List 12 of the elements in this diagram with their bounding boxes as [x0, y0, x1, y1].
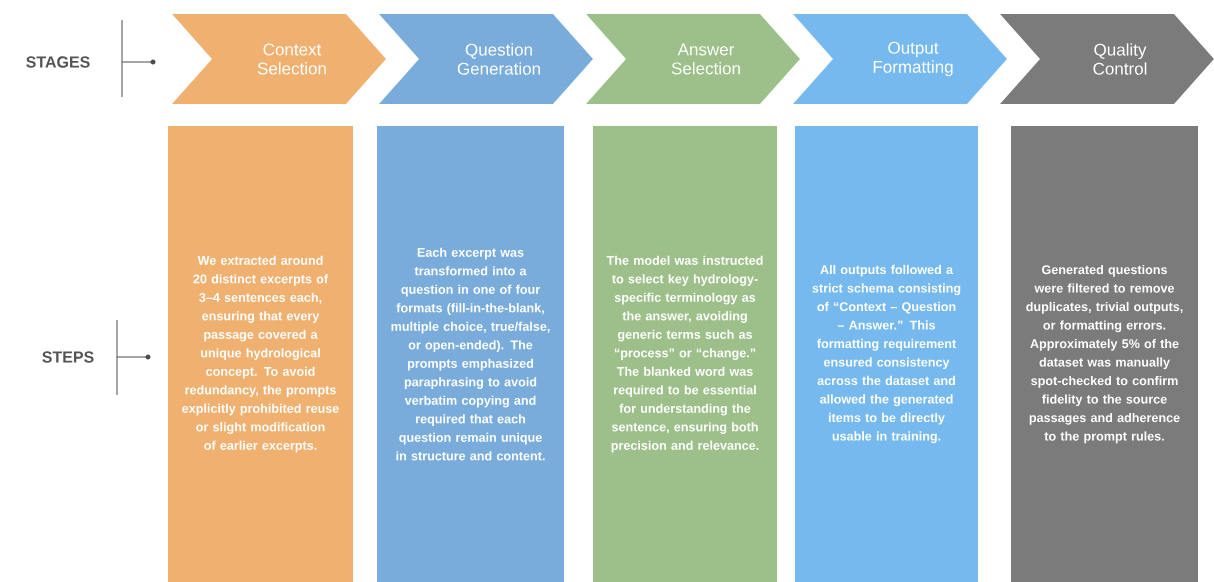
step-box: Each excerpt was transformed into a question in one of four formats (fill-in-the-blank, multiple choice, true/false, or open-ended). The prompts emphasized paraphrasing to avoid verbatim copying and required that each question remain unique in structure and content. — [377, 126, 564, 582]
stage-banner: Answer Selection — [586, 14, 800, 104]
stage-banner: Quality Control — [1000, 14, 1214, 104]
stage-banner: Context Selection — [172, 14, 386, 104]
step-box: The model was instructed to select key hydrology-specific terminology as the answer, avoiding generic terms such as “process” or “change.” The blanked word was required to be essential for understanding the sentence, ensuring both precision and relevance. — [593, 126, 777, 582]
step-box: We extracted around 20 distinct excerpts of 3–4 sentences each, ensuring that every passage covered a unique hydrological concept. To avoid redundancy, the prompts explicitly prohibited reuse or slight modification of earlier excerpts. — [168, 126, 353, 582]
stage-banner: Question Generation — [379, 14, 593, 104]
row-label: STAGES — [26, 56, 90, 68]
step-box: Generated questions were filtered to remove duplicates, trivial outputs, or formatting errors. Approximately 5% of the dataset was manually spot-checked to confirm fidelity to the source passages and adherence to the prompt rules. — [1011, 126, 1198, 582]
stage-banner: Output Formatting — [793, 14, 1007, 104]
row-label: STEPS — [42, 351, 94, 363]
step-box: All outputs followed a strict schema consisting of “Context – Question – Answer.” This formatting requirement ensured consistency across the dataset and allowed the generated items to be directly usable in training. — [795, 126, 978, 582]
